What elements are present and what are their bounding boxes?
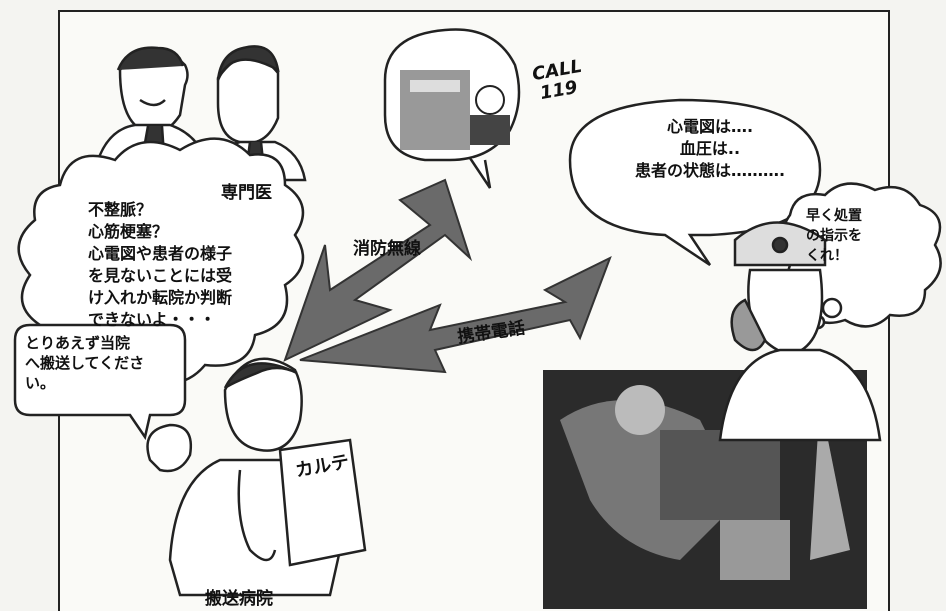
specialist-label: 専門医 bbox=[221, 183, 272, 203]
medic-speech-cloud bbox=[568, 98, 822, 267]
hospital-doctor-figure bbox=[146, 357, 367, 597]
radio-label: 消防無線 bbox=[353, 239, 421, 259]
doctor-speech-text: とりあえず当院 へ搬送してくださ い。 bbox=[25, 334, 145, 392]
call-bubble bbox=[383, 28, 521, 189]
doctor-thought-cloud bbox=[17, 137, 305, 385]
paramedic-figure bbox=[718, 221, 882, 442]
phone-arrow bbox=[299, 255, 612, 374]
ambulance-photo bbox=[543, 370, 867, 609]
doctor-thought-text: 不整脈？ 心筋梗塞？ 心電図や患者の様子 を見ないことには受 け入れか転院か判断… bbox=[88, 200, 233, 329]
medic-speech-text: 心電図は…. 血圧は.. 患者の状態は………. bbox=[634, 117, 786, 180]
hospital-label: 搬送病院 bbox=[205, 589, 273, 609]
medic-thought-text: 早く処置 の指示を くれ！ bbox=[806, 208, 862, 264]
doctor-speech-bubble bbox=[13, 323, 187, 441]
radio-arrow bbox=[283, 178, 473, 362]
